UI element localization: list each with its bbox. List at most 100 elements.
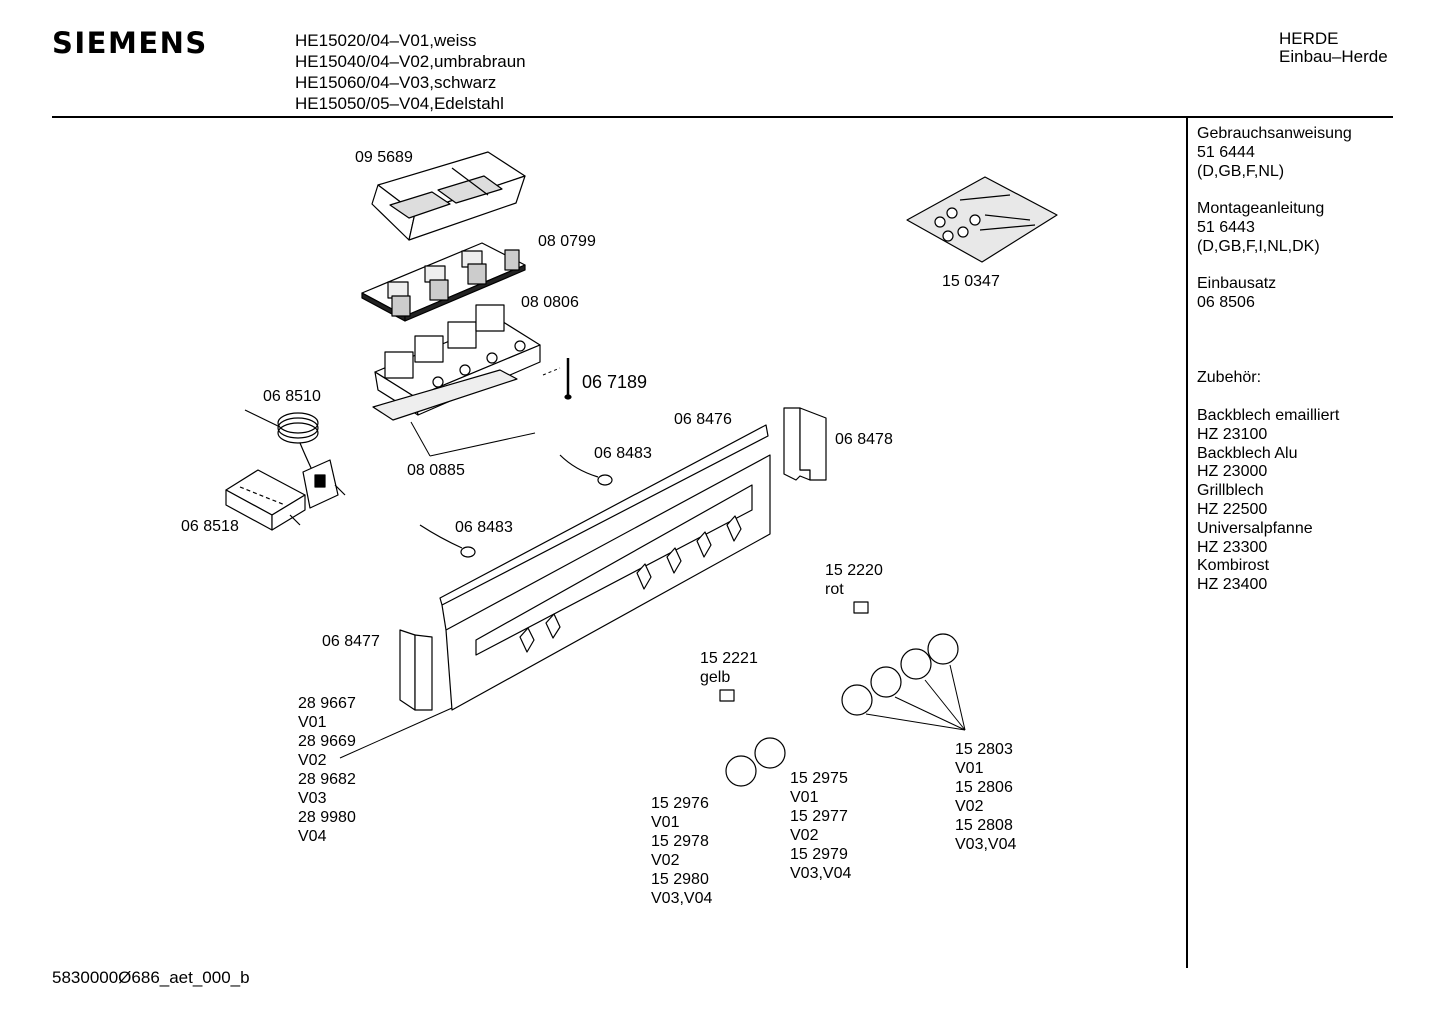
thermostat-capillary	[244, 409, 319, 471]
switch-block	[372, 304, 541, 421]
control-panel	[441, 454, 771, 711]
part-label-line: V01	[790, 789, 819, 806]
part-label-line: 15 2221	[700, 650, 758, 667]
part-label: 15 2221 gelb	[700, 649, 758, 687]
part-label-line: V01	[651, 814, 680, 831]
sidebar-line: (D,GB,F,NL)	[1197, 162, 1285, 180]
clip-yellow	[719, 689, 735, 702]
part-label-line: 28 9980	[298, 809, 356, 826]
part-label-line: V03	[298, 790, 327, 807]
category-label: HERDE Einbau–Herde	[1279, 30, 1388, 66]
part-label-line: 15 2220	[825, 562, 883, 579]
part-label-line: V03,V04	[651, 890, 713, 907]
sidebar-line: HZ 23000	[1197, 463, 1268, 481]
sidebar-line: 51 6443	[1197, 218, 1255, 236]
part-label-line: 15 2980	[651, 871, 709, 888]
mounting-kit-group: Einbausatz 06 8506	[1197, 275, 1352, 313]
part-label-line: 28 9667	[298, 695, 356, 712]
screw	[542, 358, 572, 400]
part-label: 06 8483	[455, 519, 513, 536]
part-label: 15 0347	[942, 273, 1000, 290]
part-label: 15 2220 rot	[825, 561, 883, 599]
sidebar-line: HZ 23400	[1197, 576, 1268, 594]
part-label: 08 0799	[538, 233, 596, 250]
leader-line	[339, 707, 453, 759]
clip-red	[853, 601, 869, 614]
model-line: HE15020/04–V01,weiss	[295, 31, 477, 50]
sidebar-line: HZ 23300	[1197, 538, 1268, 556]
thermostat	[302, 459, 346, 509]
sidebar-line: Backblech Alu	[1197, 444, 1298, 462]
screw-kit-bag	[906, 176, 1058, 263]
part-label: 06 8483	[594, 445, 652, 462]
sidebar-line: Backblech emailliert	[1197, 406, 1340, 424]
drawing-code: 5830000Ø686_aet_000_b	[52, 968, 250, 987]
part-label-line: V01	[298, 714, 327, 731]
part-label-line: 15 2977	[790, 808, 848, 825]
small-knobs	[725, 737, 786, 787]
part-label-line: 28 9682	[298, 771, 356, 788]
part-label-line: V02	[790, 827, 819, 844]
part-label-line: 15 2978	[651, 833, 709, 850]
part-label-line: 15 2976	[651, 795, 709, 812]
manual-group: Gebrauchsanweisung 51 6444 (D,GB,F,NL)	[1197, 125, 1352, 181]
part-label: 06 8518	[181, 518, 239, 535]
exploded-parts-drawing	[225, 151, 1058, 787]
part-label: 15 2803 V01 15 2806 V02 15 2808 V03,V04	[955, 740, 1016, 854]
sidebar-line: Kombirost	[1197, 557, 1270, 575]
left-bracket	[399, 629, 433, 711]
part-label-line: V01	[955, 760, 984, 777]
part-label-line: 15 2808	[955, 817, 1013, 834]
accessories-group: Backblech emailliert HZ 23100 Backblech …	[1197, 407, 1352, 595]
part-label-line: 15 2806	[955, 779, 1013, 796]
part-label-line: V02	[298, 752, 327, 769]
category-line: HERDE	[1279, 29, 1339, 48]
part-label-line: 28 9669	[298, 733, 356, 750]
sidebar-line: (D,GB,F,I,NL,DK)	[1197, 237, 1320, 255]
part-label: 08 0885	[407, 462, 465, 479]
sidebar-line: HZ 23100	[1197, 425, 1268, 443]
knob-holder-tray	[371, 151, 526, 241]
part-label: 28 9667 V01 28 9669 V02 28 9682 V03 28 9…	[298, 694, 356, 846]
base-plate	[410, 421, 536, 457]
part-label: 06 8476	[674, 411, 732, 428]
part-label-line: V02	[651, 852, 680, 869]
part-label-line: V03,V04	[955, 836, 1017, 853]
part-label: 08 0806	[521, 294, 579, 311]
sidebar-line: Einbausatz	[1197, 275, 1277, 293]
model-line: HE15060/04–V03,schwarz	[295, 73, 497, 92]
part-label-line: gelb	[700, 669, 731, 686]
header-divider	[52, 116, 1393, 118]
accessories-heading-group: Zubehör:	[1197, 369, 1352, 388]
large-knobs	[841, 633, 966, 731]
model-line: HE15040/04–V02,umbrabraun	[295, 52, 526, 71]
part-label: 09 5689	[355, 149, 413, 166]
indicator-lamp-a	[559, 454, 613, 486]
part-label: 06 7189	[582, 372, 648, 392]
part-label-line: V03,V04	[790, 865, 852, 882]
right-bracket	[783, 407, 827, 481]
selector-switch	[225, 469, 306, 531]
sidebar-line: 06 8506	[1197, 294, 1255, 312]
sidebar-line: Grillblech	[1197, 482, 1264, 500]
part-label-line: rot	[825, 581, 844, 598]
part-label-line: V04	[298, 828, 327, 845]
sidebar-line: 51 6444	[1197, 143, 1255, 161]
part-label-line: 15 2975	[790, 770, 848, 787]
model-list: HE15020/04–V01,weiss HE15040/04–V02,umbr…	[295, 30, 526, 114]
part-label: 15 2975 V01 15 2977 V02 15 2979 V03,V04	[790, 769, 851, 883]
sidebar-line: Gebrauchsanweisung	[1197, 125, 1352, 142]
installation-group: Montageanleitung 51 6443 (D,GB,F,I,NL,DK…	[1197, 200, 1352, 256]
spacer	[1197, 332, 1352, 351]
part-label-line: V02	[955, 798, 984, 815]
part-label-line: 15 2803	[955, 741, 1013, 758]
control-panel-trim	[439, 424, 769, 606]
accessory-sidebar: Gebrauchsanweisung 51 6444 (D,GB,F,NL) M…	[1197, 125, 1352, 595]
brand-logo: SIEMENS	[52, 26, 208, 60]
sidebar-line: Universalpfanne	[1197, 519, 1313, 537]
model-line: HE15050/05–V04,Edelstahl	[295, 94, 504, 113]
sidebar-line: Montageanleitung	[1197, 200, 1325, 218]
part-label: 06 8477	[322, 633, 380, 650]
sidebar-line: HZ 22500	[1197, 500, 1268, 518]
part-label: 06 8478	[835, 431, 893, 448]
